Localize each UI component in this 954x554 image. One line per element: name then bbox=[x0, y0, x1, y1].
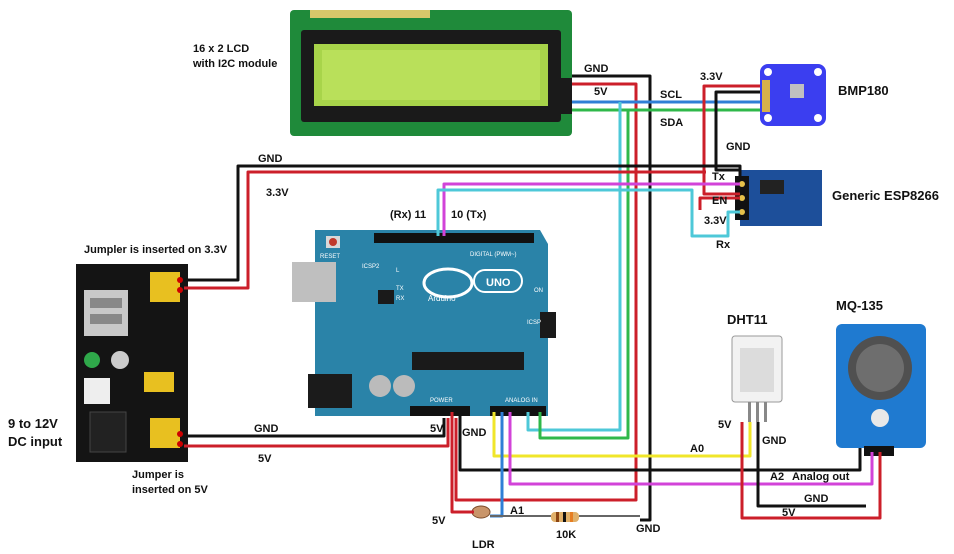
lcd-header-pins bbox=[310, 10, 430, 18]
digital-label: DIGITAL (PWM~) bbox=[470, 252, 517, 258]
reset-label: RESET bbox=[320, 254, 340, 260]
icsp2-label: ICSP2 bbox=[362, 264, 380, 270]
lcd-subtitle: with I2C module bbox=[192, 58, 277, 70]
esp-title: Generic ESP8266 bbox=[832, 188, 939, 203]
wire-uno-5v bbox=[450, 412, 474, 514]
wire-scl-down bbox=[526, 102, 622, 432]
wire-dht-5v bbox=[740, 422, 882, 520]
wire-psu-bot-5v bbox=[184, 418, 450, 448]
wire-a2 bbox=[508, 412, 874, 486]
arduino-uno-board bbox=[292, 230, 556, 416]
wire-esp-rx bbox=[436, 188, 740, 238]
icsp-label: ICSP bbox=[527, 320, 541, 326]
wire-psu-top-33v bbox=[184, 170, 706, 290]
wire-esp-tx bbox=[442, 182, 740, 236]
lcd-title: 16 x 2 LCD bbox=[193, 43, 249, 55]
lcd-module bbox=[290, 10, 572, 136]
label-sda: SDA bbox=[660, 117, 683, 129]
mq135-sensor bbox=[836, 324, 926, 456]
jumper-bottom-line2: inserted on 5V bbox=[132, 484, 208, 496]
label-tx: Tx bbox=[712, 171, 726, 183]
wires bbox=[184, 74, 882, 522]
dht-title: DHT11 bbox=[727, 312, 767, 327]
label-a1: A1 bbox=[510, 505, 524, 517]
jumper-top-note: Jumpler is inserted on 3.3V bbox=[84, 244, 228, 256]
ldr-label: LDR bbox=[472, 539, 495, 551]
usb-port bbox=[292, 262, 336, 302]
label-analog-out: Analog out bbox=[792, 471, 850, 483]
wire-dht-gnd bbox=[756, 422, 866, 508]
psu-input-line2: DC input bbox=[8, 434, 63, 449]
rx-led-label: RX bbox=[396, 296, 404, 302]
label-a2: A2 bbox=[770, 471, 784, 483]
dht11-sensor bbox=[731, 335, 783, 422]
mq-title: MQ-135 bbox=[836, 298, 883, 313]
label-ldr-5v: 5V bbox=[432, 515, 446, 527]
wire-lcd-5v bbox=[454, 82, 638, 502]
label-dht-5v: 5V bbox=[718, 419, 732, 431]
icsp-header bbox=[540, 312, 556, 338]
wire-uno-gnd bbox=[458, 412, 862, 472]
label-psu-top-gnd: GND bbox=[258, 153, 283, 165]
label-bmp-33v: 3.3V bbox=[700, 71, 723, 83]
label-uno-gnd: GND bbox=[462, 427, 487, 439]
power-supply-module bbox=[76, 264, 188, 462]
label-scl: SCL bbox=[660, 89, 682, 101]
label-esp-33v: 3.3V bbox=[704, 215, 727, 227]
wire-sda-down bbox=[538, 110, 630, 440]
resistor-label: 10K bbox=[556, 529, 576, 541]
reset-button bbox=[329, 238, 337, 246]
wire-psu-top-gnd bbox=[184, 164, 742, 282]
analog-label: ANALOG IN bbox=[505, 398, 538, 404]
wire-esp-en bbox=[698, 196, 740, 210]
analog-header bbox=[490, 406, 546, 416]
label-mq-gnd: GND bbox=[804, 493, 829, 505]
label-mq-5v: 5V bbox=[782, 507, 796, 519]
wire-bmp-33v bbox=[702, 84, 760, 196]
label-rx: Rx bbox=[716, 239, 731, 251]
label-psu-top-33v: 3.3V bbox=[266, 187, 289, 199]
label-a0: A0 bbox=[690, 443, 704, 455]
label-lcd-gnd: GND bbox=[584, 63, 609, 75]
label-bmp-gnd: GND bbox=[726, 141, 751, 153]
power-header bbox=[410, 406, 470, 416]
atmega-chip bbox=[412, 352, 524, 370]
label-psu-bot-5v: 5V bbox=[258, 453, 272, 465]
digital-header bbox=[374, 233, 534, 243]
label-res-gnd: GND bbox=[636, 523, 661, 535]
wire-bmp-gnd bbox=[714, 90, 760, 172]
wire-a0 bbox=[492, 412, 752, 458]
l-led-label: L bbox=[396, 268, 400, 274]
label-lcd-5v: 5V bbox=[594, 86, 608, 98]
power-label: POWER bbox=[430, 398, 453, 404]
on-label: ON bbox=[534, 288, 543, 294]
bmp180-module bbox=[760, 64, 826, 126]
wire-lcd-gnd bbox=[572, 74, 652, 522]
label-uno-5v: 5V bbox=[430, 423, 444, 435]
ldr-component bbox=[471, 505, 491, 519]
bmp-title: BMP180 bbox=[838, 83, 889, 98]
pin-rx-label: (Rx) 11 bbox=[390, 209, 426, 221]
jumper-bottom-line1: Jumper is bbox=[132, 469, 184, 481]
tx-led-label: TX bbox=[396, 286, 404, 292]
uno-model: UNO bbox=[486, 277, 511, 289]
arduino-brand: Arduino bbox=[428, 294, 456, 303]
label-psu-bot-gnd: GND bbox=[254, 423, 279, 435]
wire-psu-bot-gnd bbox=[184, 418, 446, 438]
resistor-10k bbox=[551, 512, 579, 522]
arduino-logo bbox=[422, 267, 474, 299]
dc-jack bbox=[308, 374, 352, 408]
label-en: EN bbox=[712, 195, 727, 207]
esp8266-module bbox=[735, 170, 822, 226]
label-dht-gnd: GND bbox=[762, 435, 787, 447]
psu-input-line1: 9 to 12V bbox=[8, 416, 58, 431]
pin-tx-label: 10 (Tx) bbox=[451, 209, 487, 221]
